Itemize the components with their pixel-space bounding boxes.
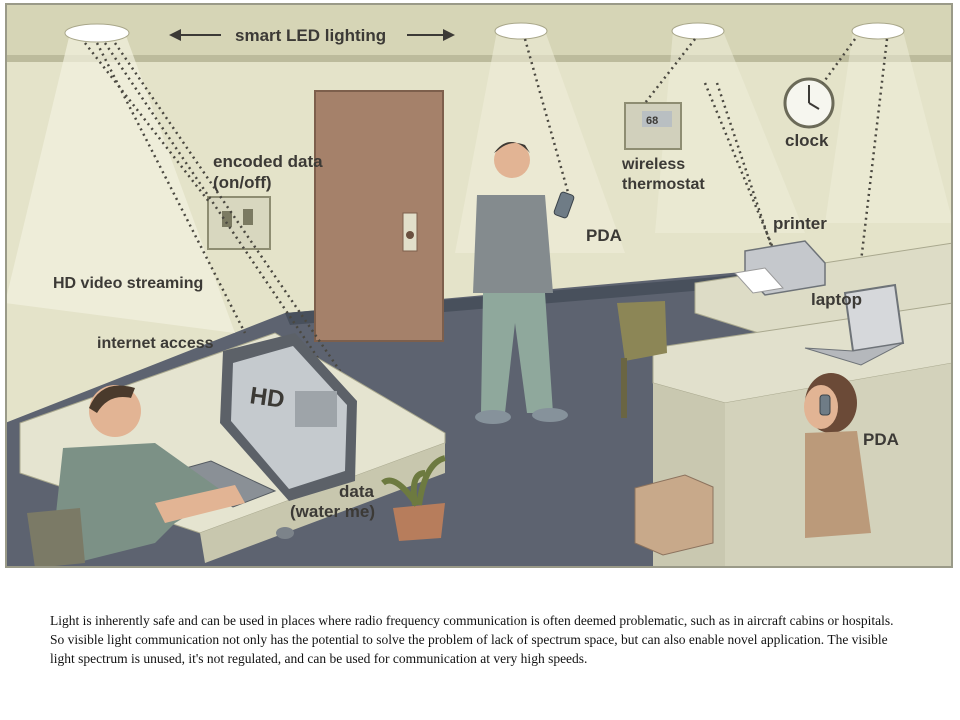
switch-toggle-2 (243, 209, 253, 225)
standing-person (473, 142, 575, 424)
seated-person-hand (155, 485, 245, 523)
light-beam-4 (825, 31, 953, 223)
link-pda-seated (715, 82, 822, 394)
clock-hand-hour (808, 102, 820, 110)
label-encoded-data: encoded data (213, 152, 323, 171)
label-hd-video: HD video streaming (53, 275, 203, 292)
led-light-2 (494, 22, 548, 40)
label-water-me: (water me) (290, 502, 375, 521)
seated-person-hair (89, 385, 135, 413)
label-clock: clock (785, 131, 829, 150)
monitor-screen (231, 346, 347, 489)
light-beam-1 (5, 33, 235, 333)
caption-text: Light is inherently safe and can be used… (50, 612, 894, 666)
link-pda-standing (523, 38, 573, 204)
standing-person-head (494, 142, 530, 178)
vlc-office-illustration: smart LED lighting 68 (5, 3, 953, 568)
illustration-border (5, 3, 953, 568)
mouse (276, 527, 294, 539)
label-wireless: wireless (621, 156, 685, 173)
link-printer (703, 82, 777, 254)
light-beam-3 (655, 31, 805, 233)
thermostat-screen (642, 111, 672, 127)
desk-edge (200, 443, 445, 563)
standing-person-pants (481, 293, 553, 413)
door-knob (406, 231, 414, 239)
link-thermostat (644, 38, 696, 104)
standing-person-hair (494, 142, 530, 153)
woman-shirt (805, 431, 871, 538)
office-chair (27, 508, 85, 568)
led-light-3 (671, 22, 725, 40)
label-printer: printer (773, 214, 827, 233)
seated-woman (804, 373, 871, 538)
monitor-video-window (295, 391, 337, 427)
seated-person-shirt (55, 443, 225, 563)
link-switch (84, 42, 211, 204)
label-laptop: laptop (811, 290, 862, 309)
standing-person-shirt (473, 195, 553, 293)
cardboard-box (634, 474, 714, 556)
seated-person (55, 385, 245, 563)
door (314, 90, 444, 342)
label-data: data (339, 482, 375, 501)
ceiling-trim (5, 55, 953, 62)
plant-leaves (381, 455, 447, 507)
link-hd-video (103, 42, 345, 396)
pda-icon-standing (553, 191, 575, 219)
chair-leg (621, 358, 627, 418)
chair-back (617, 301, 667, 361)
led-light-4 (851, 22, 905, 40)
plant-pot (393, 503, 445, 541)
pda-icon-seated (819, 394, 831, 416)
thermostat-display: 68 (646, 115, 658, 127)
ceiling (5, 3, 953, 61)
label-encoded-data-onoff: (on/off) (213, 173, 272, 192)
switch-toggle-1 (222, 211, 232, 227)
label-thermostat: thermostat (622, 176, 705, 193)
monitor-hd-text: HD (248, 382, 286, 414)
printer-paper (734, 267, 784, 294)
laptop-base (804, 342, 904, 366)
header-label: smart LED lighting (235, 26, 386, 45)
standing-person-shoe-right (532, 408, 568, 422)
light-switch-plate (207, 196, 271, 250)
label-internet-access: internet access (97, 335, 214, 352)
arrow-left-icon (169, 29, 181, 41)
led-light-1 (64, 23, 130, 43)
label-pda-standing: PDA (586, 226, 622, 245)
standing-person-shoe-left (475, 410, 511, 424)
label-pda-seated: PDA (863, 430, 899, 449)
arrow-right-icon (443, 29, 455, 41)
